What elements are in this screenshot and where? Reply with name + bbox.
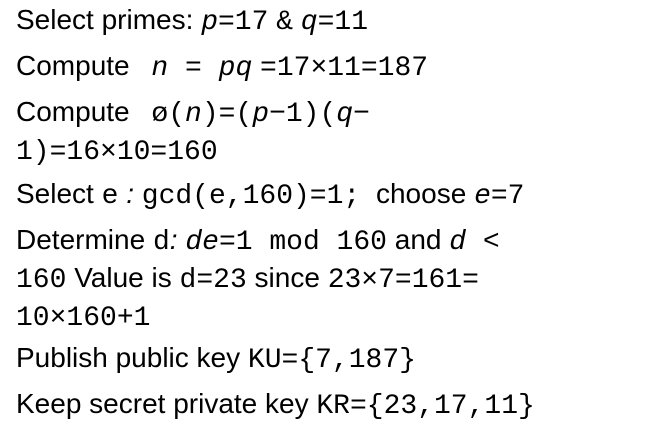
step-label: Keep secret private key [16, 388, 309, 419]
var-q: q [300, 7, 318, 38]
step-determine-d-cont2: 10×160+1 [16, 300, 150, 335]
value-is-label: Value is [74, 262, 172, 293]
private-key: KR={23,17,11} [316, 391, 535, 422]
ampersand: & [276, 7, 294, 38]
d-value: d=23 [179, 265, 247, 296]
public-key: KU={7,187} [247, 345, 416, 376]
var-n: n [151, 53, 169, 84]
and-label: and [394, 224, 442, 255]
var-d: d [152, 227, 170, 258]
step-select-e: Select e : gcd(e,160)=1; choose e=7 [16, 178, 524, 213]
value-q: =11 [317, 7, 369, 38]
mod-expr: =1 mod 160 [218, 227, 387, 258]
step-publish-key: Publish public key KU={7,187} [16, 342, 416, 377]
step-compute-n: Compute n = pq =17×11=187 [16, 50, 428, 85]
colon: : [126, 178, 134, 209]
since-label: since [254, 262, 320, 293]
check-expr-2: 10×160+1 [16, 303, 151, 334]
step-label: Publish public key [16, 342, 241, 373]
step-keep-secret: Keep secret private key KR={23,17,11} [16, 388, 535, 423]
var-de: de [185, 227, 219, 258]
step-label: Compute [16, 96, 130, 127]
less-than: < [466, 227, 500, 258]
phi-symbol: ø( [151, 99, 186, 130]
colon: : [169, 224, 178, 255]
phi-dash: − [353, 99, 370, 130]
var-e-choose: e [474, 181, 491, 212]
phi-m1: −1)( [269, 99, 337, 130]
var-p: p [201, 7, 218, 38]
gcd-expr: gcd(e,160)=1; [141, 181, 361, 212]
n-value: =17×11=187 [260, 53, 429, 84]
var-n: n [185, 99, 202, 130]
step-label: Compute [16, 50, 130, 81]
equals: = [168, 53, 219, 84]
step-label: Select [16, 178, 94, 209]
var-q: q [336, 99, 354, 130]
step-compute-phi-cont: 1)=16×10=160 [16, 134, 218, 169]
var-e: e [101, 181, 119, 212]
e-value: =7 [490, 181, 525, 212]
choose-label: choose [375, 178, 467, 209]
step-label: Select primes: [16, 4, 194, 35]
var-d2: d [449, 227, 467, 258]
step-compute-phi: Compute ø(n)=(p−1)(q− [16, 96, 370, 131]
step-determine-d: Determine d: de=1 mod 160 and d < [16, 224, 500, 259]
var-pq: pq [218, 53, 253, 84]
step-determine-d-cont: 160 Value is d=23 since 23×7=161= [16, 262, 479, 297]
phi-mid: )=( [201, 99, 253, 130]
var-p: p [252, 99, 270, 130]
value-p: =17 [218, 7, 269, 38]
bound-160: 160 [16, 265, 67, 296]
phi-value: 1)=16×10=160 [16, 137, 218, 168]
step-select-primes: Select primes: p=17 & q=11 [16, 4, 368, 39]
check-expr: 23×7=161= [327, 265, 479, 296]
step-label: Determine [16, 224, 146, 255]
